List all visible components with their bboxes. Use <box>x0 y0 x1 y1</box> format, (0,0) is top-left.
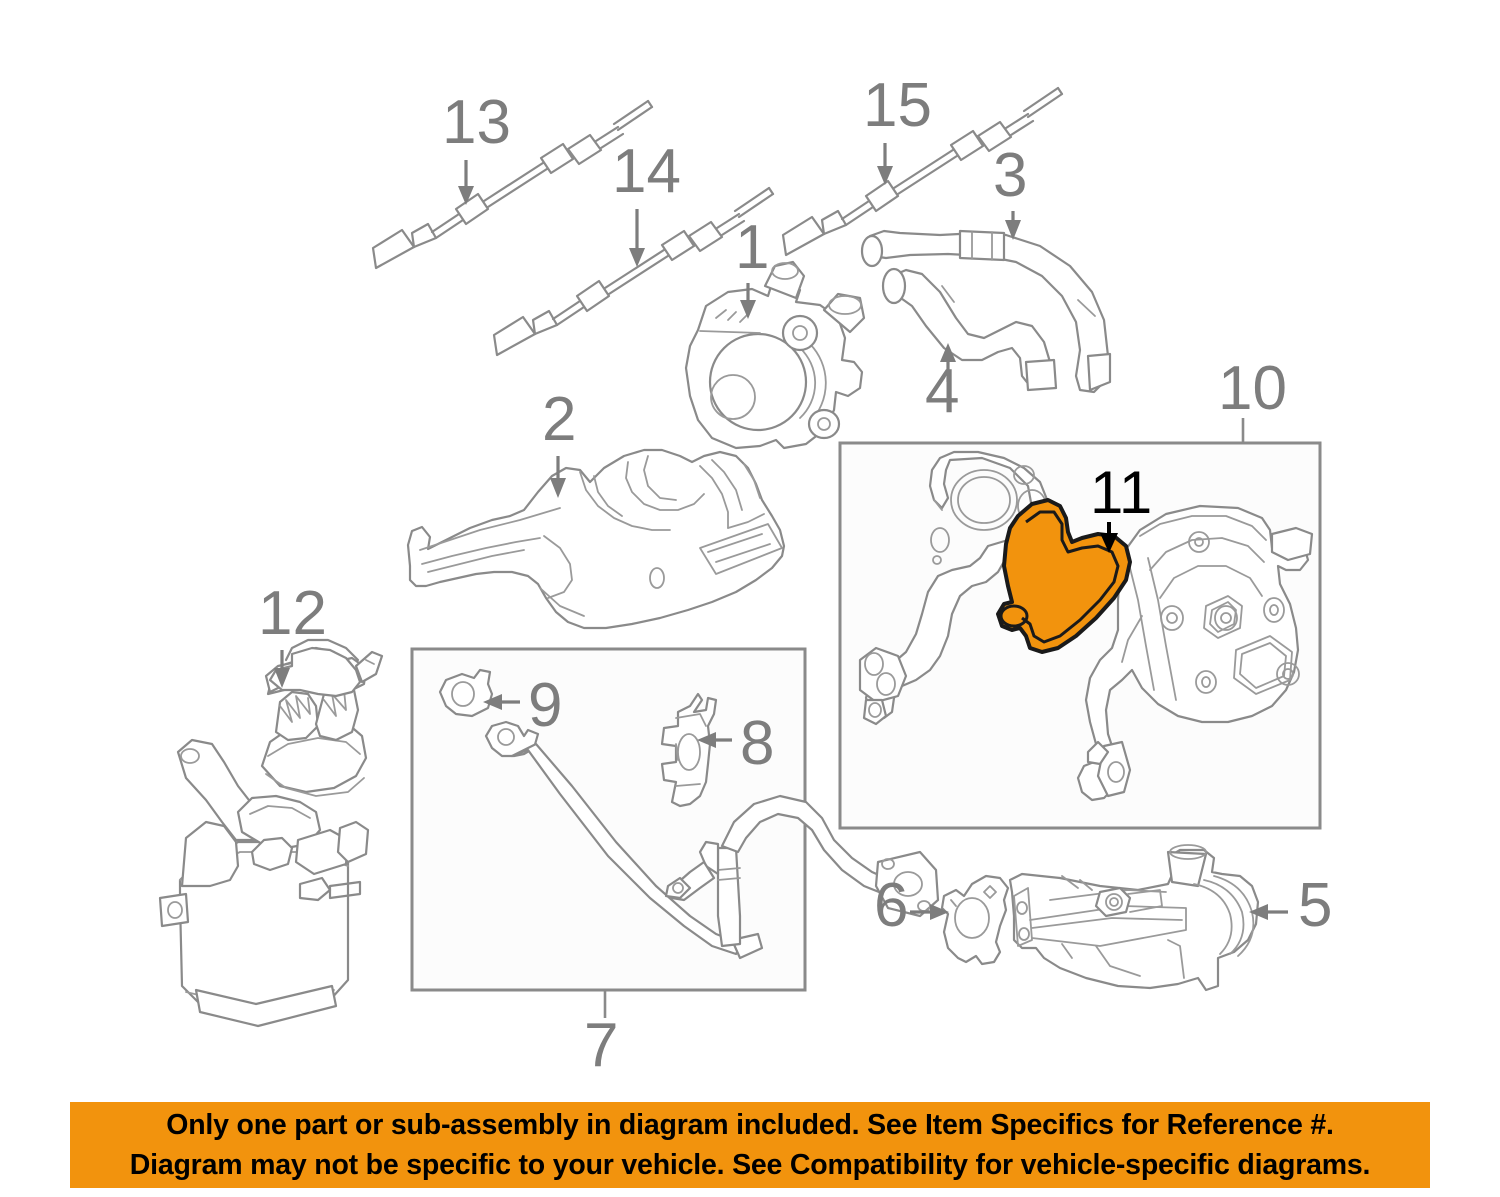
callout-4: 4 <box>925 343 959 426</box>
callout-14: 14 <box>612 137 681 267</box>
callout-11: 11 <box>1090 459 1152 553</box>
part-vacuum-pump-body <box>1076 504 1314 802</box>
part-upper-coolant-hose <box>860 229 1112 394</box>
part-control-cable-upper <box>371 99 654 270</box>
callout-5-label: 5 <box>1298 871 1332 940</box>
callout-5: 5 <box>1249 871 1332 940</box>
callout-8: 8 <box>697 709 774 778</box>
part-vacuum-pump-housing <box>1008 844 1260 992</box>
callout-13: 13 <box>442 88 511 205</box>
callout-11-label: 11 <box>1090 459 1152 526</box>
callout-12: 12 <box>258 579 327 688</box>
part-control-cable-middle <box>492 186 775 357</box>
callout-13-label: 13 <box>442 88 511 157</box>
callout-2: 2 <box>542 385 576 498</box>
part-oil-line-assembly <box>484 720 940 960</box>
callout-6: 6 <box>874 871 949 940</box>
disclaimer-line-2: Diagram may not be specific to your vehi… <box>129 1149 1371 1181</box>
part-control-cable-right <box>781 86 1064 257</box>
part-water-pump <box>684 260 866 450</box>
callout-14-label: 14 <box>612 137 681 206</box>
part-vapor-canister <box>158 638 384 1028</box>
part-pump-mounting-gasket <box>858 450 1050 726</box>
callout-9-label: 9 <box>528 671 562 740</box>
callout-9: 9 <box>483 671 562 740</box>
disclaimer-line-1: Only one part or sub-assembly in diagram… <box>166 1109 1334 1141</box>
callout-7: 7 <box>584 1011 618 1080</box>
callout-2-label: 2 <box>542 385 576 454</box>
callout-15-label: 15 <box>863 71 932 140</box>
callout-10-label: 10 <box>1218 354 1287 423</box>
callout-4-label: 4 <box>925 357 959 426</box>
part-heat-shield <box>406 448 786 630</box>
callout-3-label: 3 <box>993 141 1027 210</box>
part-oil-line-bracket <box>660 692 718 808</box>
callout-7-label: 7 <box>584 1011 618 1080</box>
callout-1: 1 <box>735 213 769 319</box>
part-lower-coolant-hose <box>881 267 1058 392</box>
disclaimer-banner: Only one part or sub-assembly in diagram… <box>70 1102 1430 1188</box>
callout-8-label: 8 <box>740 709 774 778</box>
callout-10: 10 <box>1218 354 1287 423</box>
callout-15: 15 <box>863 71 932 185</box>
callout-12-label: 12 <box>258 579 327 648</box>
part-vacuum-pump-gasket <box>940 874 1010 966</box>
part-pump-gasket-highlighted <box>996 498 1132 654</box>
callout-3: 3 <box>993 141 1027 240</box>
callout-6-label: 6 <box>874 871 908 940</box>
part-oil-line-seal <box>438 668 494 718</box>
callout-1-label: 1 <box>735 213 769 282</box>
